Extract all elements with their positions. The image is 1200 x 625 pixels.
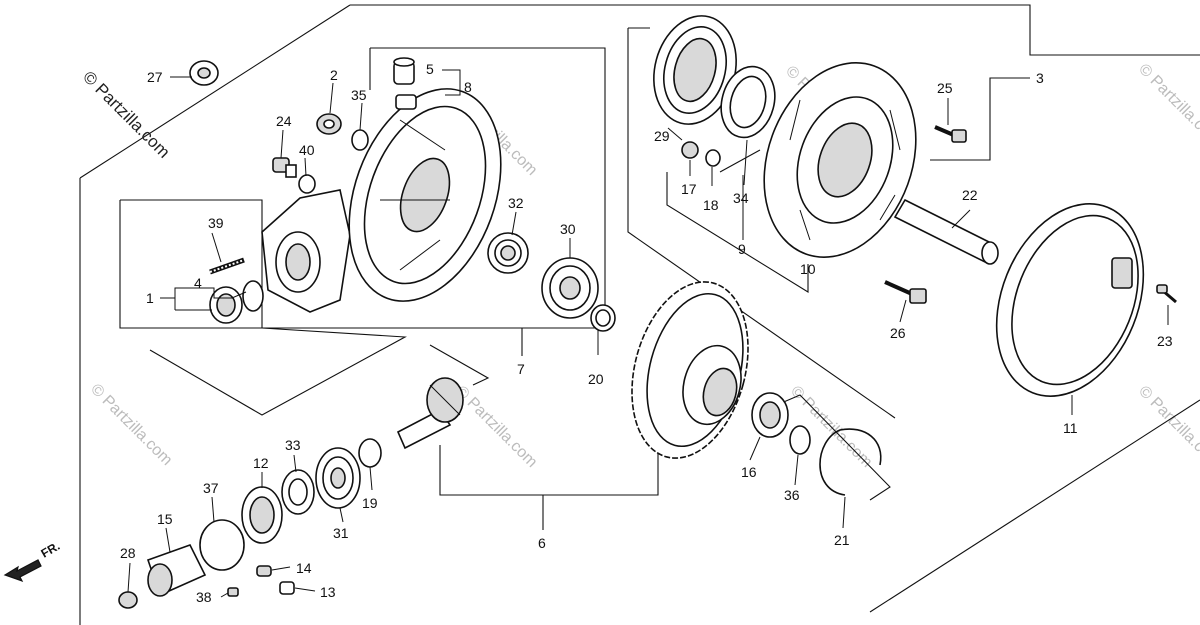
callout-15: 15	[157, 511, 173, 527]
part-16-bushing	[751, 392, 789, 438]
callout-31: 31	[333, 525, 349, 541]
callout-4: 4	[194, 275, 202, 291]
group-bracket-6-upper	[429, 344, 490, 386]
part-39-stud	[209, 257, 245, 275]
callout-24: 24	[276, 113, 292, 129]
part-14-clip	[256, 565, 272, 577]
group-bracket-7	[262, 47, 606, 329]
part-33-seal	[281, 469, 315, 515]
part-34-seal	[720, 65, 776, 139]
callout-38: 38	[196, 589, 212, 605]
part-17-nut	[681, 141, 699, 159]
part-28-nut	[118, 591, 138, 609]
part-1-bearing	[209, 286, 243, 324]
callout-1: 1	[146, 290, 154, 306]
part-38-bolt	[227, 587, 239, 597]
watermark-faint: © Partzilla.com	[452, 383, 540, 471]
part-20-seal	[590, 304, 616, 332]
part-30-bearing	[541, 257, 599, 319]
leader-lines	[127, 69, 1169, 598]
part-36-o-ring	[789, 425, 811, 455]
group-bracket-3	[930, 77, 1030, 161]
callout-5: 5	[426, 61, 434, 77]
part-25-bolt	[934, 125, 967, 143]
frame-outline	[79, 4, 351, 179]
part-40-washer	[298, 174, 316, 194]
callout-23: 23	[1157, 333, 1173, 349]
part-27-nut	[189, 60, 219, 86]
callout-17: 17	[681, 181, 697, 197]
group-bracket-9-10	[719, 149, 761, 173]
part-15-sleeve	[146, 544, 207, 597]
callout-18: 18	[703, 197, 719, 213]
callout-28: 28	[120, 545, 136, 561]
part-pinion-gear	[396, 377, 464, 450]
callout-34: 34	[733, 190, 749, 206]
callout-32: 32	[508, 195, 524, 211]
callout-35: 35	[351, 87, 367, 103]
part-31-bearing	[315, 447, 361, 509]
frame-outline	[869, 399, 1200, 613]
watermark-faint: © Partzilla.com	[1135, 61, 1200, 149]
callout-7: 7	[517, 361, 525, 377]
callout-20: 20	[588, 371, 604, 387]
callout-10: 10	[800, 261, 816, 277]
group-bracket-3	[627, 28, 896, 419]
callout-39: 39	[208, 215, 224, 231]
part-final-drive-housing	[261, 88, 502, 313]
part-12-bearing	[241, 486, 283, 544]
part-13-plate	[279, 581, 295, 595]
callout-37: 37	[203, 480, 219, 496]
callout-30: 30	[560, 221, 576, 237]
watermark-faint: © Partzilla.com	[87, 381, 175, 469]
callout-8: 8	[464, 79, 472, 95]
callout-27: 27	[147, 69, 163, 85]
callout-11: 11	[1063, 420, 1078, 436]
part-32-bearing	[487, 232, 529, 274]
callout-29: 29	[654, 128, 670, 144]
part-29-bearing	[653, 15, 737, 125]
front-direction-label: FR.	[39, 539, 63, 561]
part-4-ring	[242, 280, 264, 312]
part-18-washer	[705, 149, 721, 167]
callout-16: 16	[741, 464, 757, 480]
part-24-bolt	[272, 157, 297, 178]
part-21-snap-ring	[819, 428, 882, 496]
callout-labels: 27 2 35 5 8 24 40 39 4 1 7 32 30 20 29 1…	[120, 61, 1173, 605]
part-5-cap	[393, 57, 415, 85]
callout-40: 40	[299, 142, 315, 158]
callout-12: 12	[253, 455, 269, 471]
callout-9: 9	[738, 241, 746, 257]
part-37-o-ring	[199, 519, 245, 571]
part-26-bolt	[884, 280, 927, 304]
part-11-drum	[995, 203, 1145, 397]
callout-2: 2	[330, 67, 338, 83]
part-10-cover	[763, 62, 917, 258]
callout-6: 6	[538, 535, 546, 551]
callout-26: 26	[890, 325, 906, 341]
part-2-plug	[316, 113, 342, 135]
callout-22: 22	[962, 187, 978, 203]
callout-21: 21	[834, 532, 850, 548]
callout-36: 36	[784, 487, 800, 503]
callout-19: 19	[362, 495, 378, 511]
front-direction-arrow: FR.	[3, 539, 63, 583]
callout-33: 33	[285, 437, 301, 453]
group-bracket-6	[439, 445, 659, 496]
part-35-o-ring	[351, 129, 369, 151]
part-23-bolt	[1156, 284, 1177, 304]
callout-14: 14	[296, 560, 312, 576]
callout-13: 13	[320, 584, 336, 600]
part-19-shim	[358, 438, 382, 468]
watermark-faint: © Partzilla.com	[1135, 383, 1200, 471]
part-22-shaft	[893, 198, 999, 265]
callout-25: 25	[937, 80, 953, 96]
part-6-ring-gear	[631, 281, 749, 459]
frame-outline	[350, 4, 1200, 56]
group-bracket-7-lower	[149, 327, 407, 416]
group-bracket-9-10	[666, 172, 809, 293]
callout-3: 3	[1036, 70, 1044, 86]
